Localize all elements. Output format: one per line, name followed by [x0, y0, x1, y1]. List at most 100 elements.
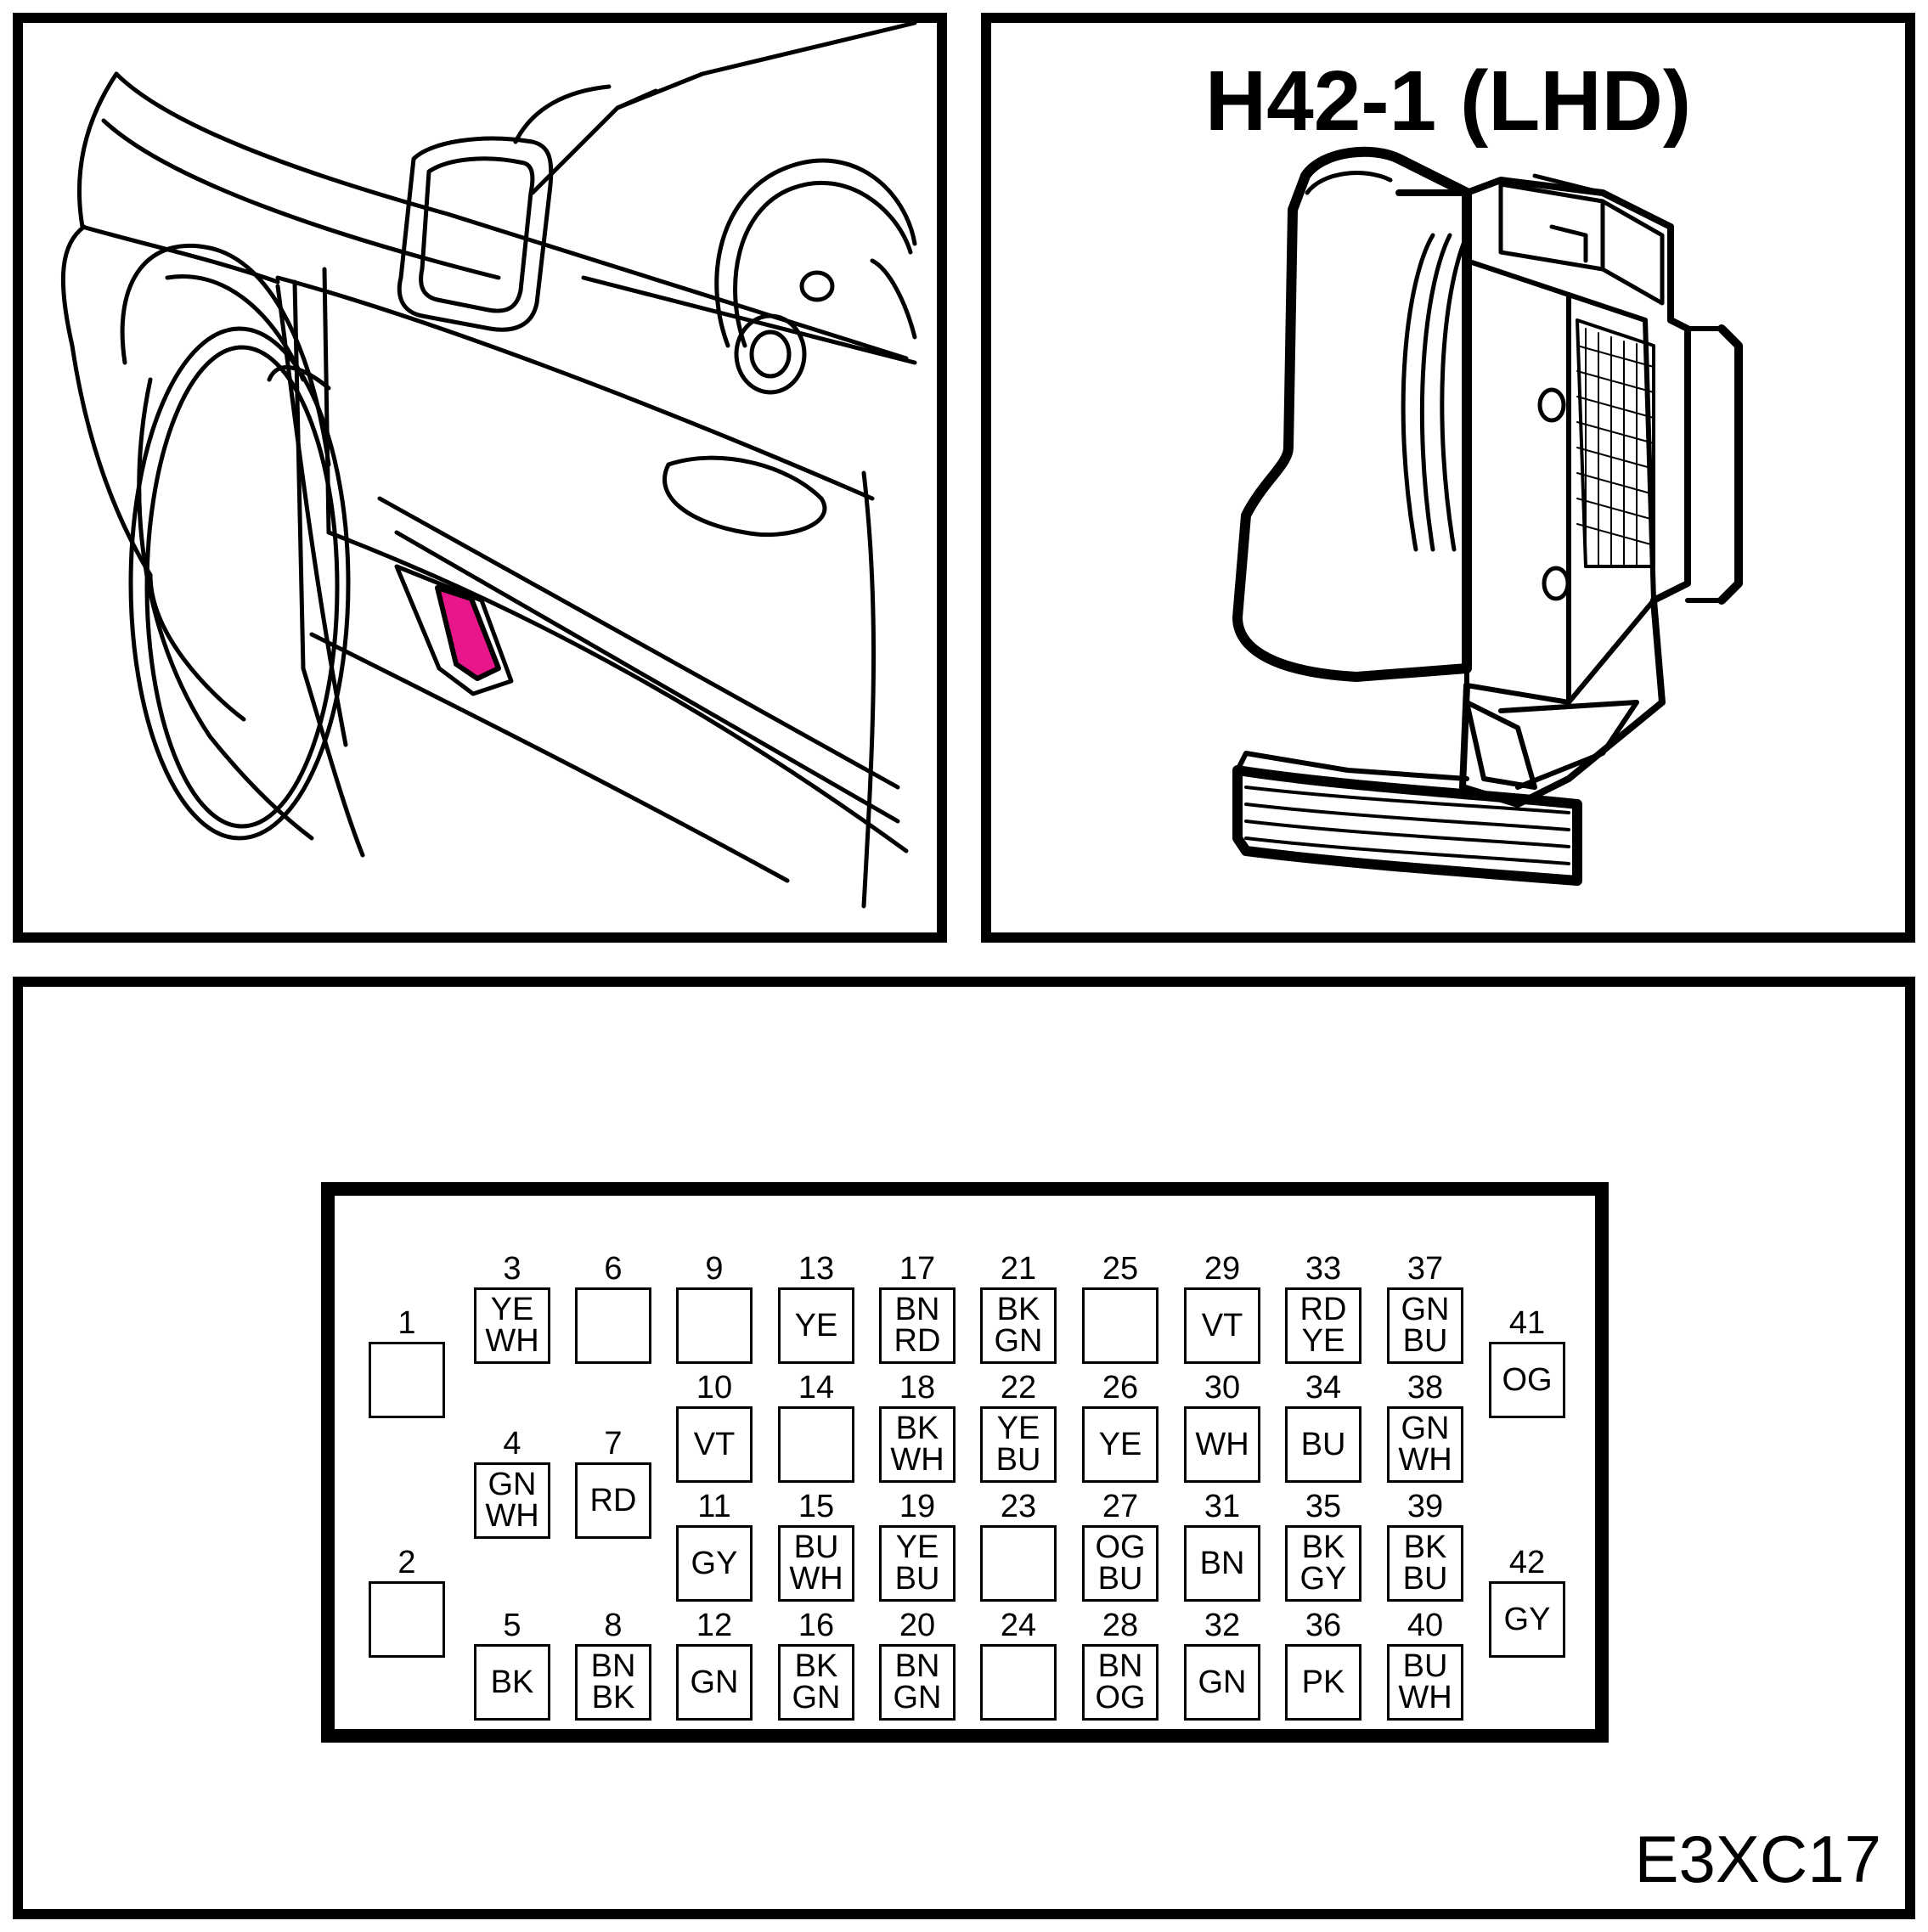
pin-number: 32	[1204, 1608, 1241, 1643]
pin-number: 41	[1508, 1305, 1546, 1341]
wire-color-code: YE	[895, 1529, 939, 1565]
wire-color-code: BU	[894, 1561, 940, 1597]
wire-color-code: BN	[894, 1648, 940, 1684]
pin-number: 38	[1407, 1370, 1444, 1405]
pin-number: 13	[798, 1251, 835, 1287]
wire-color-code: BN	[1199, 1545, 1245, 1581]
pin-cavity	[369, 1581, 445, 1658]
pin-number: 42	[1508, 1545, 1546, 1580]
wire-color-code: OG	[1095, 1680, 1146, 1715]
pin-number: 6	[604, 1251, 623, 1287]
pin-cavity: PK	[1285, 1644, 1361, 1721]
pin-number: 17	[899, 1251, 936, 1287]
pin-cavity: WH	[1184, 1406, 1260, 1483]
pin-number: 25	[1102, 1251, 1139, 1287]
wire-color-code: OG	[1095, 1529, 1146, 1565]
pin-number: 27	[1102, 1489, 1139, 1524]
wire-color-code: YE	[1301, 1323, 1345, 1359]
pin-number: 9	[705, 1251, 724, 1287]
pin-cavity: GN	[676, 1644, 753, 1721]
pin-number: 34	[1305, 1370, 1342, 1405]
pin-number: 15	[798, 1489, 835, 1524]
pin-number: 16	[798, 1608, 835, 1643]
pin-cavity: GY	[1489, 1581, 1565, 1658]
wire-color-code: RD	[1299, 1292, 1347, 1327]
pin-cavity	[980, 1644, 1057, 1721]
pin-cavity	[980, 1525, 1057, 1602]
wire-color-code: WH	[789, 1561, 843, 1597]
wire-color-code: VT	[1201, 1307, 1243, 1343]
pin-cavity: BK	[474, 1644, 550, 1721]
wire-color-code: BN	[894, 1292, 940, 1327]
wire-color-code: YE	[996, 1411, 1040, 1446]
pin-number: 18	[899, 1370, 936, 1405]
connector-housing-illustration	[1232, 146, 1743, 886]
pin-number: 1	[397, 1305, 416, 1341]
wire-color-code: BU	[1097, 1561, 1143, 1597]
wire-color-code: GN	[1401, 1411, 1450, 1446]
pin-number: 23	[1000, 1489, 1037, 1524]
wire-color-code: BK	[996, 1292, 1040, 1327]
pin-number: 10	[696, 1370, 733, 1405]
wire-color-code: GY	[691, 1545, 738, 1581]
wire-color-code: PK	[1301, 1664, 1345, 1700]
pin-number: 24	[1000, 1608, 1037, 1643]
pin-number: 37	[1407, 1251, 1444, 1287]
pin-number: 30	[1204, 1370, 1241, 1405]
pin-number: 14	[798, 1370, 835, 1405]
location-view-panel	[13, 13, 947, 943]
wire-color-code: BK	[895, 1411, 939, 1446]
wire-color-code: BN	[1097, 1648, 1143, 1684]
pin-number: 21	[1000, 1251, 1037, 1287]
pin-cavity: GY	[676, 1525, 753, 1602]
wire-color-code: WH	[1398, 1442, 1452, 1478]
pin-cavity	[778, 1406, 854, 1483]
wire-color-code: RD	[589, 1482, 637, 1518]
pin-number: 39	[1407, 1489, 1444, 1524]
pin-number: 12	[696, 1608, 733, 1643]
pin-number: 19	[899, 1489, 936, 1524]
connector-location-marker	[435, 585, 501, 681]
wire-color-code: GN	[893, 1680, 942, 1715]
pin-cavity: BN	[1184, 1525, 1260, 1602]
pin-cavity: OG	[1489, 1342, 1565, 1418]
wire-color-code: BK	[794, 1648, 838, 1684]
pin-number: 4	[503, 1426, 521, 1462]
wire-color-code: GN	[488, 1467, 537, 1502]
connector-title: H42-1 (LHD)	[1204, 54, 1692, 149]
wire-color-code: BU	[995, 1442, 1041, 1478]
wire-color-code: BU	[793, 1529, 839, 1565]
pin-number: 29	[1204, 1251, 1241, 1287]
wire-color-code: WH	[1398, 1680, 1452, 1715]
wire-color-code: GN	[690, 1664, 739, 1700]
pin-number: 2	[397, 1545, 416, 1580]
wire-color-code: GY	[1503, 1601, 1551, 1637]
pin-cavity: GN	[1184, 1644, 1260, 1721]
wire-color-code: BU	[1402, 1648, 1448, 1684]
pin-cavity	[575, 1287, 651, 1364]
wire-color-code: BK	[1403, 1529, 1447, 1565]
wire-color-code: RD	[894, 1323, 941, 1359]
wire-color-code: WH	[890, 1442, 944, 1478]
pin-cavity: YE	[1082, 1406, 1158, 1483]
wire-color-code: VT	[693, 1426, 736, 1462]
pin-number: 8	[604, 1608, 623, 1643]
wire-color-code: BN	[590, 1648, 636, 1684]
pin-number: 7	[604, 1426, 623, 1462]
pin-number: 3	[503, 1251, 521, 1287]
